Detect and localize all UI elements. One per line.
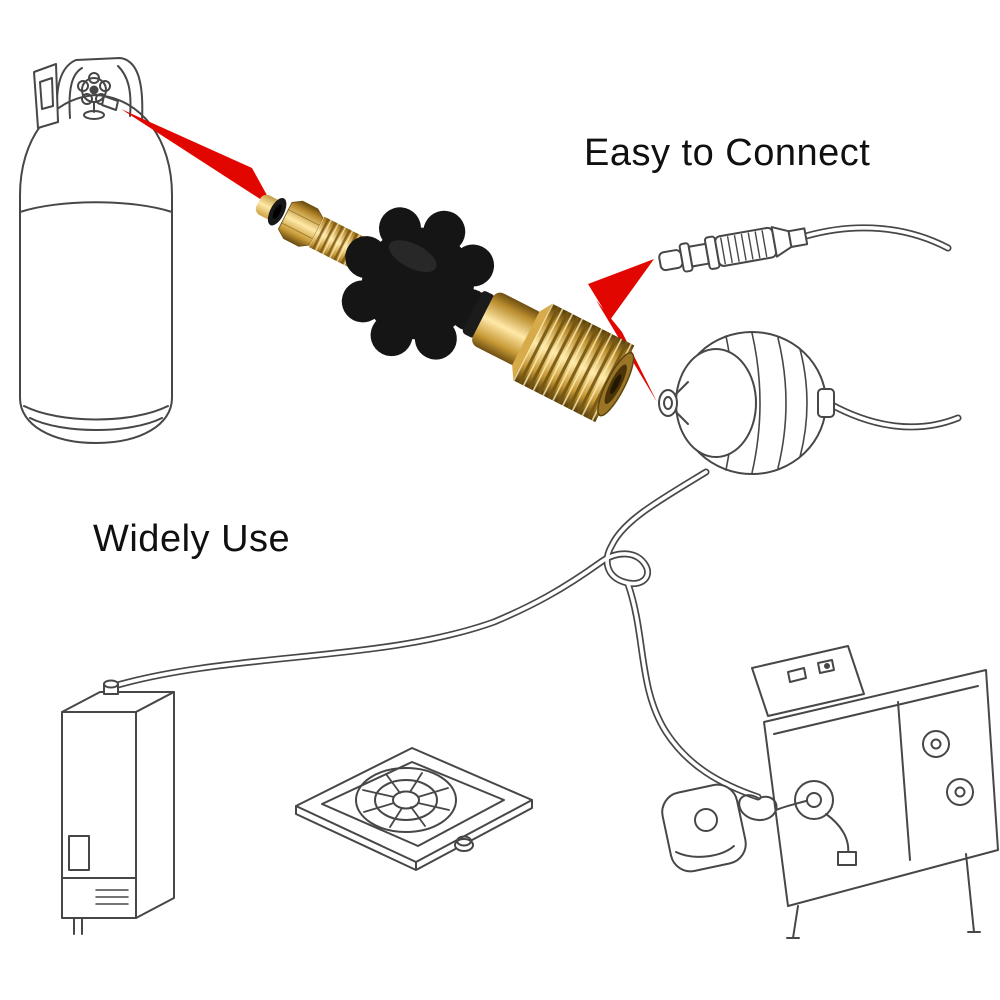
propane-tank-drawing [19,57,173,444]
tank-collar-tab [33,63,59,129]
male-quick-connector-drawing [658,226,809,273]
water-heater-drawing [61,679,175,935]
grill-knob [922,730,950,758]
widely-use-label: Widely Use [93,518,291,560]
gas-stove-drawing [295,747,533,871]
tank-valve-outlet [101,95,119,111]
brass-adapter-photo [255,194,635,423]
arrow-to-male-connector [588,259,654,320]
adapter-handwheel [341,207,495,360]
easy-to-connect-label: Easy to Connect [584,132,871,174]
adapter-hex-nut [277,200,324,247]
adapter-outlet-hole [610,374,622,395]
grill-regulator [794,780,834,820]
stove-burner [355,767,457,833]
tank-valve [77,72,119,120]
grill-console [751,645,865,717]
grill-body [763,669,999,907]
hose-network [110,224,962,801]
grill-knob [946,778,974,806]
arrow-to-tank-valve [121,109,274,208]
qcc-female-connector-drawing [658,331,835,475]
gas-grill-drawing [661,645,999,939]
qcc-inlet-nipple [658,389,678,417]
